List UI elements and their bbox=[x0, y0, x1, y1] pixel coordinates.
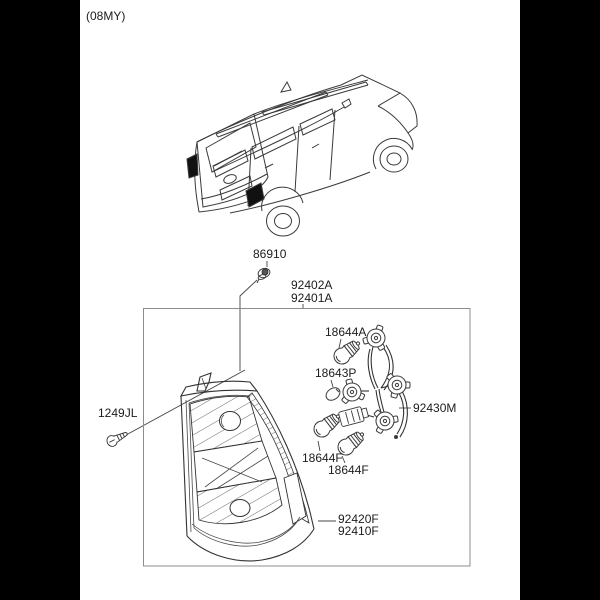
windshield bbox=[340, 74, 402, 107]
part-label-bulb-a: 18644A bbox=[325, 325, 366, 339]
part-label-bulb-f1: 18644F bbox=[302, 451, 343, 465]
part-label-screw: 1249JL bbox=[98, 406, 138, 420]
rear-window bbox=[205, 122, 257, 173]
part-label-bulb-p: 18643P bbox=[315, 366, 356, 380]
brand-badge bbox=[223, 174, 237, 184]
part-label-lamp-assy-2: 92401A bbox=[291, 291, 332, 305]
roof-antenna bbox=[279, 80, 292, 93]
screw-icon bbox=[106, 431, 128, 447]
part-label-clip: 86910 bbox=[253, 247, 287, 261]
clip-icon bbox=[256, 267, 271, 284]
bulb-socket-icon bbox=[371, 406, 401, 436]
bulb-18644A-icon bbox=[330, 335, 365, 368]
bulb-holder-wiring-icon bbox=[336, 321, 414, 439]
part-labels: 86910 92402A 92401A 18644A 18643P 92430M… bbox=[98, 247, 456, 538]
side-mirror bbox=[341, 98, 352, 109]
left-pillarbox-bar bbox=[0, 0, 80, 600]
vehicle-illustration bbox=[186, 74, 418, 237]
rear-wheel bbox=[266, 205, 300, 237]
front-wheel bbox=[379, 145, 409, 173]
harness-connector-icon bbox=[338, 406, 370, 427]
part-label-lens-2: 92410F bbox=[338, 524, 379, 538]
tail-lamp-assembly bbox=[179, 372, 315, 562]
wedge-bulb-18643P-icon bbox=[325, 387, 341, 401]
part-label-bulb-f2: 18644F bbox=[328, 463, 369, 477]
model-year-label: (08MY) bbox=[86, 9, 125, 23]
part-label-lens-1: 92420F bbox=[338, 512, 379, 526]
right-pillarbox-bar bbox=[520, 0, 600, 600]
tail-lamp-corner-highlight bbox=[186, 153, 199, 179]
tail-lamp-highlight bbox=[245, 182, 265, 208]
license-plate-recess bbox=[219, 175, 253, 201]
part-label-lamp-assy-1: 92402A bbox=[291, 278, 332, 292]
assembly-enclosure-box bbox=[143, 308, 471, 567]
part-label-harness: 92430M bbox=[413, 401, 456, 415]
